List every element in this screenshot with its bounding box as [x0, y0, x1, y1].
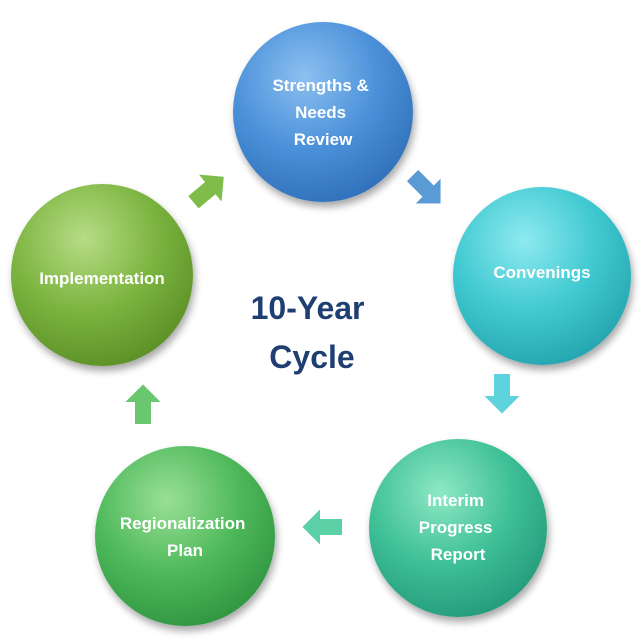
arrow-regionalization-to-implementation — [120, 381, 166, 426]
node-label-interim-line-2: Progress — [419, 518, 493, 537]
arrow-right-icon — [404, 167, 443, 206]
node-convenings[interactable]: Convenings — [453, 187, 631, 365]
arrow-up-right-icon — [185, 172, 226, 212]
node-circle-strengths — [233, 22, 413, 202]
node-label-interim: Interim Progress Report — [419, 491, 497, 564]
arrow-strengths-to-convenings — [404, 167, 443, 206]
node-circle-regionalization — [95, 446, 275, 626]
center-title-line-1: 10-Year — [251, 290, 365, 326]
node-circle-interim — [369, 439, 547, 617]
arrow-left-icon — [299, 504, 344, 550]
node-label-regionalization-line-1: Regionalization — [120, 514, 246, 533]
arrow-implementation-to-strengths — [185, 172, 226, 212]
node-label-implementation: Implementation — [39, 269, 165, 288]
arrow-up-icon — [120, 381, 166, 426]
node-label-strengths: Strengths & Needs Review — [272, 76, 373, 149]
node-implementation[interactable]: Implementation — [11, 184, 193, 366]
node-strengths[interactable]: Strengths & Needs Review — [233, 22, 413, 202]
node-label-interim-line-1: Interim — [427, 491, 484, 510]
node-interim[interactable]: Interim Progress Report — [369, 439, 547, 617]
node-label-regionalization-line-2: Plan — [167, 541, 203, 560]
arrow-interim-to-regionalization — [299, 504, 344, 550]
node-label-convenings: Convenings — [493, 263, 590, 282]
node-label-strengths-line-2: Needs — [295, 103, 346, 122]
arrow-down-icon — [479, 372, 525, 417]
node-regionalization[interactable]: Regionalization Plan — [95, 446, 275, 626]
node-circle-convenings — [453, 187, 631, 365]
arrow-convenings-to-interim — [479, 372, 525, 417]
center-title-line-2: Cycle — [269, 339, 354, 375]
node-circle-implementation — [11, 184, 193, 366]
node-label-regionalization: Regionalization Plan — [120, 514, 250, 560]
node-label-interim-line-3: Report — [431, 545, 486, 564]
node-label-strengths-line-1: Strengths & — [272, 76, 368, 95]
node-label-strengths-line-3: Review — [294, 130, 353, 149]
center-title: 10-Year Cycle — [251, 290, 374, 375]
arrows-group — [120, 167, 525, 550]
